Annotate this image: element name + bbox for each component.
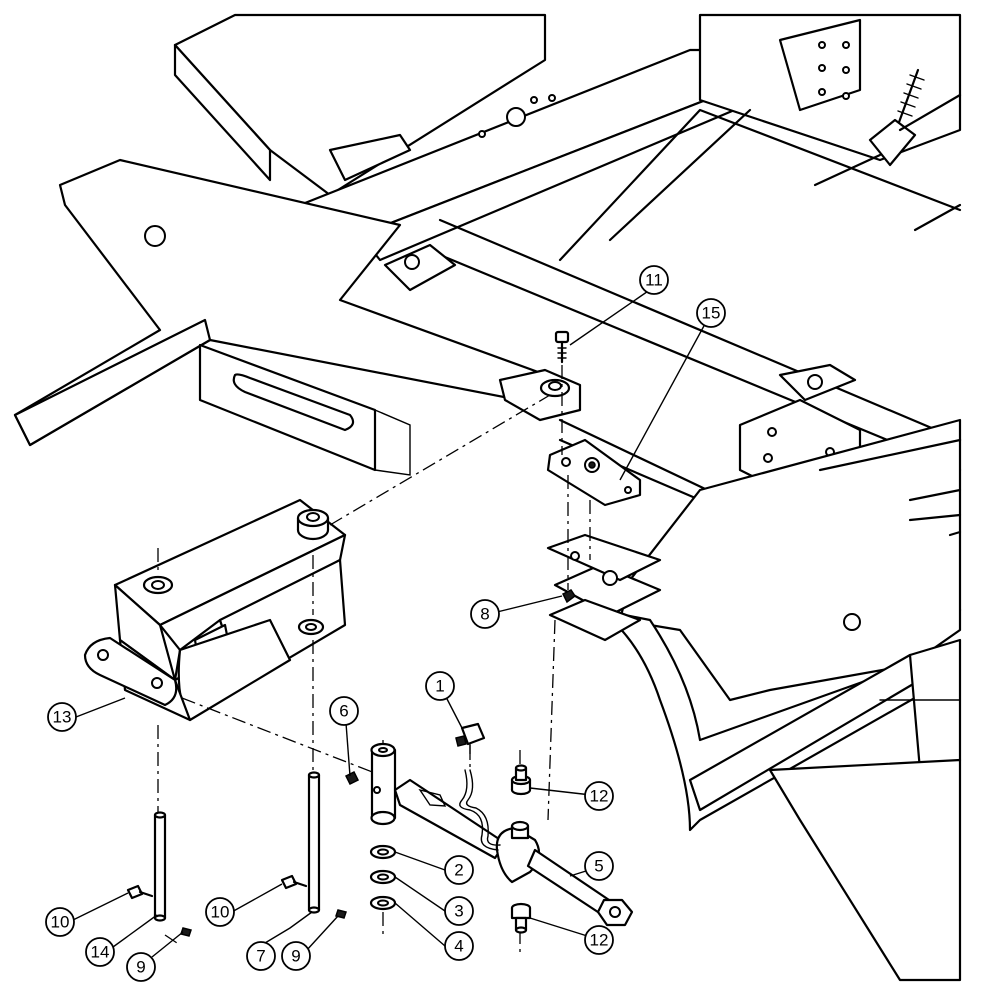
part-11-bolt [554,330,570,364]
callout-11-label: 11 [645,271,663,290]
callout-8: 8 [470,599,500,629]
part-8-nut [561,589,577,604]
callout-12-upper-label: 12 [590,787,609,806]
part-12-fitting-upper [510,764,532,796]
part-15-plate [546,438,642,507]
callout-11: 11 [639,265,669,295]
upper-pivot-bracket [498,368,582,422]
machine-frame [13,13,962,982]
part-10-fitting-left [126,884,154,900]
callout-2-label: 2 [454,861,463,880]
part-9-pin-left [180,927,192,937]
callout-14-label: 14 [91,943,110,962]
callout-9-right-label: 9 [291,947,300,966]
callout-15: 15 [696,298,726,328]
callout-9-right: 9 [281,941,311,971]
part-9-pin-right [335,909,347,919]
callout-5-label: 5 [594,857,603,876]
callout-7: 7 [246,941,276,971]
part-13-bracket [83,498,347,722]
callout-6-label: 6 [339,702,348,721]
callout-8-label: 8 [480,605,489,624]
callout-10-left-label: 10 [51,913,70,932]
callout-7-label: 7 [256,947,265,966]
leader-lines [72,286,712,958]
callout-14: 14 [85,937,115,967]
callout-10-right: 10 [205,897,235,927]
assembly-centerlines [157,365,591,955]
part-3-washer [369,869,397,885]
callout-4: 4 [444,931,474,961]
callout-13-label: 13 [53,708,72,727]
part-6-fitting [344,770,360,786]
callout-4-label: 4 [454,937,463,956]
callout-1: 1 [425,671,455,701]
callout-12-lower-label: 12 [590,931,609,950]
part-7-pin [307,771,321,914]
tee-tube-assembly [370,742,634,927]
callout-10-left: 10 [45,907,75,937]
callout-2: 2 [444,855,474,885]
part-2-washer [369,844,397,860]
callout-15-label: 15 [702,304,721,323]
callout-12-upper: 12 [584,781,614,811]
callout-3-label: 3 [454,902,463,921]
callout-12-lower: 12 [584,925,614,955]
callout-6: 6 [329,696,359,726]
callout-10-right-label: 10 [211,903,230,922]
part-12-fitting-lower [510,902,532,934]
part-14-pin [153,811,167,922]
callout-9-left-label: 9 [136,958,145,977]
callout-1-label: 1 [435,677,444,696]
callout-9-left: 9 [126,952,156,982]
part-1-fitting [455,722,486,770]
callout-5: 5 [584,851,614,881]
part-4-washer [369,895,397,911]
part-10-fitting-right [280,874,308,890]
callout-3: 3 [444,896,474,926]
callout-13: 13 [47,702,77,732]
